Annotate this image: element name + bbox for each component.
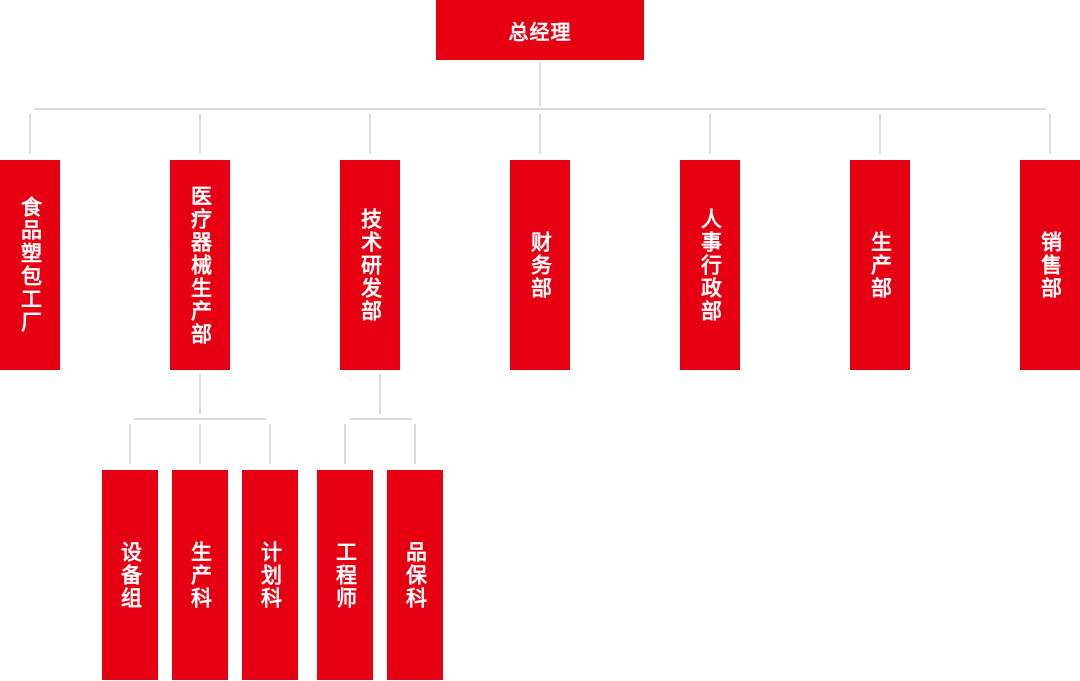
connector-medical-sub-1 xyxy=(129,424,131,464)
connector-dept-3 xyxy=(369,114,371,154)
node-label: 人事行政部 xyxy=(698,207,723,323)
connector-dept-6 xyxy=(879,114,881,154)
node-label: 技术研发部 xyxy=(358,207,383,323)
connector-rnd-bus xyxy=(350,418,412,420)
node-label: 生产科 xyxy=(188,540,213,610)
node-production: 生产部 xyxy=(850,160,910,370)
node-label: 工程师 xyxy=(333,540,358,610)
connector-dept-7 xyxy=(1049,114,1051,154)
node-food-packaging-factory: 食品塑包工厂 xyxy=(0,160,60,370)
node-hr-admin: 人事行政部 xyxy=(680,160,740,370)
node-label: 财务部 xyxy=(528,230,553,300)
node-label: 食品塑包工厂 xyxy=(18,196,43,334)
connector-rnd-sub-1 xyxy=(344,424,346,464)
node-quality-assurance: 品保科 xyxy=(387,470,443,680)
connector-dept-5 xyxy=(709,114,711,154)
node-label: 总经理 xyxy=(508,19,572,44)
node-label: 品保科 xyxy=(403,540,428,610)
node-production-section: 生产科 xyxy=(172,470,228,680)
connector-medical-sub-2 xyxy=(199,424,201,464)
connector-medical-down xyxy=(199,374,201,414)
connector-rnd-down xyxy=(379,374,381,414)
node-label: 生产部 xyxy=(868,230,893,300)
node-label: 销售部 xyxy=(1038,230,1063,300)
node-medical-device-production: 医疗器械生产部 xyxy=(170,160,230,370)
node-planning-section: 计划科 xyxy=(242,470,298,680)
node-general-manager: 总经理 xyxy=(436,0,644,60)
connector-rnd-sub-2 xyxy=(414,424,416,464)
connector-dept-2 xyxy=(199,114,201,154)
connector-dept-4 xyxy=(539,114,541,154)
node-engineer: 工程师 xyxy=(317,470,373,680)
node-finance: 财务部 xyxy=(510,160,570,370)
node-sales: 销售部 xyxy=(1020,160,1080,370)
connector-medical-sub-3 xyxy=(269,424,271,464)
connector-root-down xyxy=(539,62,541,106)
node-rnd: 技术研发部 xyxy=(340,160,400,370)
node-label: 计划科 xyxy=(258,540,283,610)
node-label: 医疗器械生产部 xyxy=(188,184,213,346)
node-label: 设备组 xyxy=(118,540,143,610)
connector-main-bus xyxy=(34,108,1046,110)
node-equipment-group: 设备组 xyxy=(102,470,158,680)
connector-dept-1 xyxy=(29,114,31,154)
connector-medical-bus xyxy=(134,418,266,420)
